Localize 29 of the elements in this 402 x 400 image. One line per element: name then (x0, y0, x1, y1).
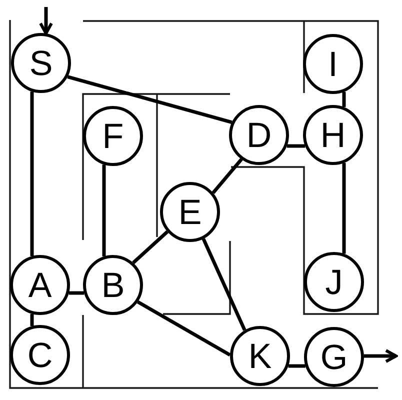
connector-line (30, 92, 34, 256)
node-label: B (101, 268, 125, 302)
connector-line (286, 144, 306, 148)
node-label: I (328, 46, 338, 82)
connector-line (132, 230, 169, 264)
node-label: A (28, 268, 52, 302)
node-label: S (29, 46, 53, 80)
arrow (364, 349, 398, 363)
node-circle (83, 255, 143, 315)
connector-line (288, 364, 306, 368)
connector-line (68, 291, 84, 295)
connector-line (342, 92, 346, 108)
connector-line (102, 164, 106, 256)
node-label: J (325, 264, 343, 300)
node-label: D (246, 118, 272, 152)
connector-line (212, 158, 243, 194)
connector-line (342, 162, 346, 254)
connector-line (136, 300, 231, 357)
node-label: F (102, 118, 124, 154)
node-label: C (27, 338, 53, 372)
node-label: K (248, 338, 272, 374)
node-label: H (320, 118, 346, 152)
connector-line (202, 238, 246, 331)
arrow (39, 7, 53, 35)
connector-line (30, 314, 34, 326)
node-circle (160, 182, 220, 242)
connector-line (67, 75, 232, 124)
node-label: E (178, 194, 202, 230)
node-label: G (320, 340, 348, 374)
